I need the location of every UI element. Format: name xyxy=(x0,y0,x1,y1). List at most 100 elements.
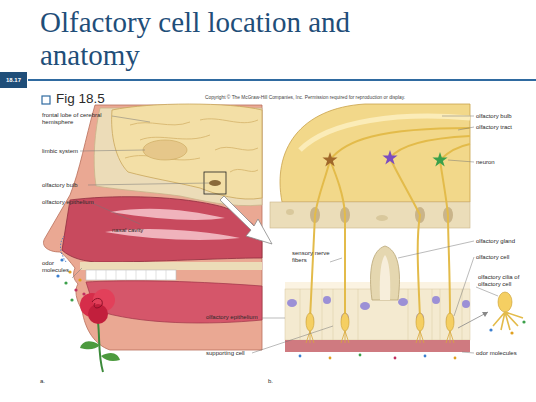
olfactory-gland xyxy=(380,255,391,300)
part-label: odor molecules xyxy=(476,350,536,357)
slide-title: Olfactory cell location and anatomy xyxy=(40,6,440,72)
part-label: olfactory gland xyxy=(476,238,536,245)
rose xyxy=(80,289,120,372)
slide-rule xyxy=(28,79,536,81)
cilia-inset xyxy=(498,292,512,312)
olfactory-epithelium xyxy=(462,300,470,308)
odor-molecule xyxy=(64,281,67,284)
cilia-inset xyxy=(493,312,523,330)
copyright-note: Copyright © The McGraw-Hill Companies, I… xyxy=(205,95,505,101)
olfactory-epithelium xyxy=(360,302,370,310)
sensory-nerve-fiber xyxy=(440,160,450,318)
leader-line xyxy=(72,268,82,278)
olfactory-cell xyxy=(416,313,424,331)
olfactory-gland xyxy=(371,246,400,300)
sensory-nerve-fiber xyxy=(330,128,470,160)
sensory-nerve-fiber xyxy=(390,158,420,318)
olfactory-cilia xyxy=(306,331,454,343)
slide-rule xyxy=(42,96,50,104)
cribriform-plate xyxy=(270,202,470,228)
odor-molecule xyxy=(70,298,73,301)
cribriform-plate xyxy=(270,202,470,228)
odor-molecule xyxy=(61,236,67,262)
rose xyxy=(92,298,102,307)
cilia-inset xyxy=(458,312,488,328)
head-section xyxy=(209,180,221,186)
part-label: olfactory cilia of olfactory cell xyxy=(478,274,536,288)
olfactory-cell xyxy=(341,313,349,331)
odor-molecule xyxy=(74,288,77,291)
odor-molecule xyxy=(60,258,63,261)
olfactory-epithelium xyxy=(287,299,297,307)
olfactory-cilia xyxy=(306,331,454,343)
neuron xyxy=(322,150,447,167)
part-label: olfactory cell xyxy=(476,254,536,261)
head-section xyxy=(86,281,262,323)
odor-molecule xyxy=(78,278,81,281)
cribriform-plate xyxy=(376,215,388,221)
part-label: b. xyxy=(268,378,288,385)
rose xyxy=(80,341,100,349)
head-section xyxy=(43,105,262,350)
leader-line xyxy=(398,241,474,258)
leader-line xyxy=(462,352,474,353)
sensory-nerve-fiber xyxy=(310,160,330,318)
part-label: olfactory bulb xyxy=(42,182,102,189)
head-section xyxy=(43,104,262,350)
cilia-inset xyxy=(482,312,488,317)
cilia-inset xyxy=(522,320,525,323)
head-section xyxy=(86,270,176,280)
leader-line xyxy=(72,116,498,353)
head-section xyxy=(105,209,240,240)
leader-line xyxy=(92,203,140,224)
olfactory-cell xyxy=(446,313,454,331)
leader-line xyxy=(88,183,209,185)
part-label: a. xyxy=(40,378,60,385)
leader-line xyxy=(262,318,285,319)
olfactory-epithelium xyxy=(323,296,331,304)
leader-line xyxy=(458,127,474,130)
cilia-inset xyxy=(510,331,513,334)
leader-line xyxy=(252,326,333,353)
part-label: neuron xyxy=(476,159,536,166)
leader-line xyxy=(112,116,150,122)
part-label: limbic system xyxy=(42,148,102,155)
sensory-nerve-fiber xyxy=(330,160,345,318)
leader-line xyxy=(454,257,474,316)
cribriform-plate xyxy=(286,209,294,215)
olfactory-cell xyxy=(306,313,314,331)
neuron xyxy=(322,152,337,167)
zoom-arrow xyxy=(220,196,272,244)
part-label: nasal cavity xyxy=(112,227,162,234)
olfactory-epithelium xyxy=(359,354,362,357)
head-section xyxy=(112,104,262,199)
leader-line xyxy=(442,116,474,117)
slide-rule xyxy=(0,72,27,88)
figure-reference: Fig 18.5 xyxy=(56,91,146,107)
rose xyxy=(88,304,108,324)
cilia-inset xyxy=(458,292,526,335)
head-section xyxy=(125,119,258,172)
cilia-inset xyxy=(489,328,492,331)
olfactory-bulb xyxy=(280,104,470,202)
olfactory-epithelium xyxy=(285,340,470,352)
neuron xyxy=(382,150,397,165)
olfactory-epithelium xyxy=(394,357,397,360)
sensory-nerve-fiber xyxy=(310,128,470,318)
part-label: frontal lobe of cerebral hemisphere xyxy=(42,112,114,126)
part-label: olfactory epithelium xyxy=(42,199,94,206)
slide-number: 18.17 xyxy=(1,77,26,84)
part-label: olfactory tract xyxy=(476,124,536,131)
rose xyxy=(98,322,103,372)
olfactory-cell xyxy=(306,313,454,331)
olfactory-epithelium xyxy=(299,355,302,358)
part-label: olfactory bulb xyxy=(476,113,536,120)
head-section xyxy=(96,270,166,280)
head-section xyxy=(80,262,262,270)
odor-molecule xyxy=(56,274,59,277)
olfactory-epithelium xyxy=(329,357,332,360)
olfactory-epithelium xyxy=(424,355,427,358)
olfactory-epithelium xyxy=(454,357,457,360)
leader-line xyxy=(80,150,145,151)
